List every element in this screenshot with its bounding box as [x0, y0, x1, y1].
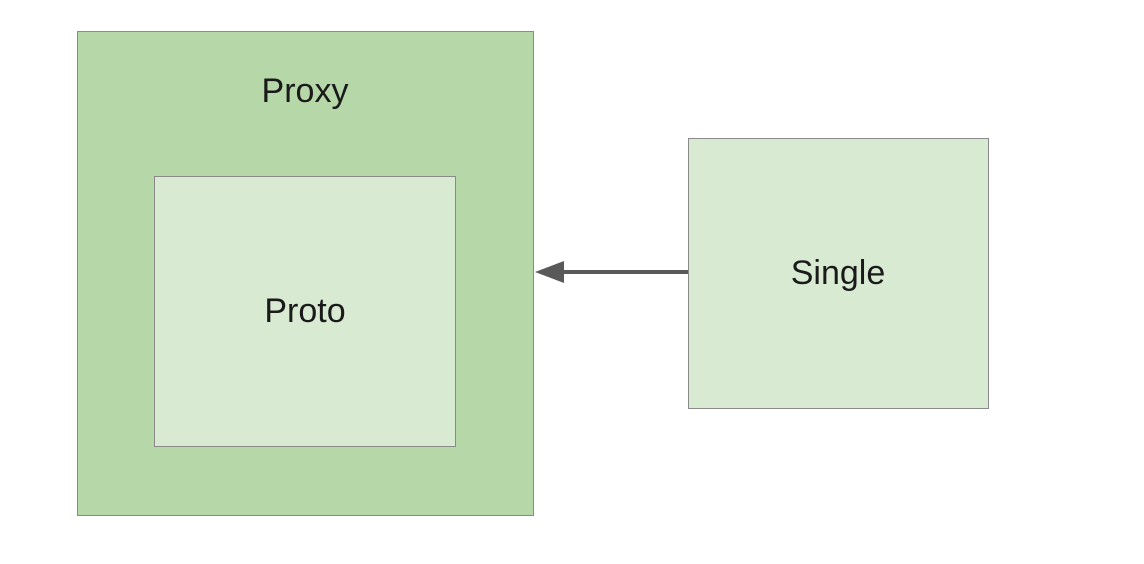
- proto-label: Proto: [264, 292, 346, 330]
- proto-box: [154, 176, 456, 447]
- proxy-label: Proxy: [261, 72, 349, 110]
- single-label: Single: [790, 254, 886, 292]
- single-box: [688, 138, 989, 409]
